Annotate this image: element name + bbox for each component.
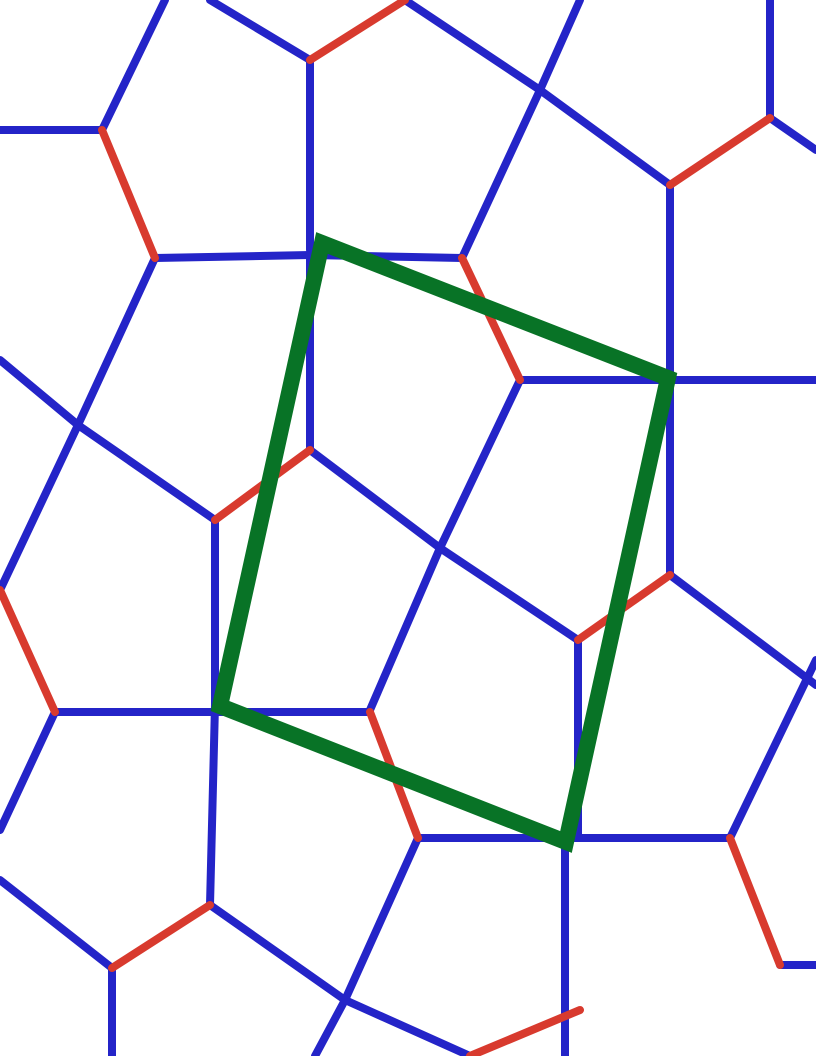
blue-edge-22 <box>436 544 582 644</box>
blue-edge-16 <box>0 421 82 594</box>
blue-edge-21 <box>306 446 444 552</box>
blue-edge-34 <box>206 901 349 1004</box>
blue-edge-10 <box>536 86 674 189</box>
unit-cell-outline <box>210 232 678 853</box>
blue-edge-27 <box>726 656 816 842</box>
blue-edge-26 <box>666 571 816 689</box>
blue-edge-9 <box>401 0 544 94</box>
blue-edge-15 <box>74 254 159 429</box>
red-edge-layer <box>0 0 784 1056</box>
blue-edge-5 <box>151 251 314 262</box>
red-edge-4 <box>666 114 774 189</box>
red-edge-1 <box>306 0 409 64</box>
blue-edge-31 <box>206 701 219 909</box>
blue-edge-36 <box>341 834 422 1004</box>
blue-edge-3 <box>206 0 314 64</box>
red-edge-7 <box>0 586 59 716</box>
blue-edge-30 <box>0 708 59 834</box>
blue-edge-35 <box>341 996 474 1056</box>
blue-edge-37 <box>311 996 349 1056</box>
red-edge-3 <box>458 254 524 384</box>
blue-edge-2 <box>98 0 169 134</box>
blue-edge-8 <box>536 0 584 94</box>
blue-edge-18 <box>74 421 219 524</box>
blue-edge-17 <box>0 356 82 429</box>
red-edge-9 <box>726 834 784 969</box>
blue-edge-7 <box>458 86 544 262</box>
red-edge-11 <box>466 1006 584 1056</box>
blue-edge-13 <box>766 114 816 154</box>
red-edge-2 <box>98 126 159 262</box>
blue-edge-24 <box>366 544 444 714</box>
red-edge-10 <box>108 901 214 972</box>
blue-edge-23 <box>436 376 524 552</box>
blue-edge-32 <box>0 876 116 972</box>
